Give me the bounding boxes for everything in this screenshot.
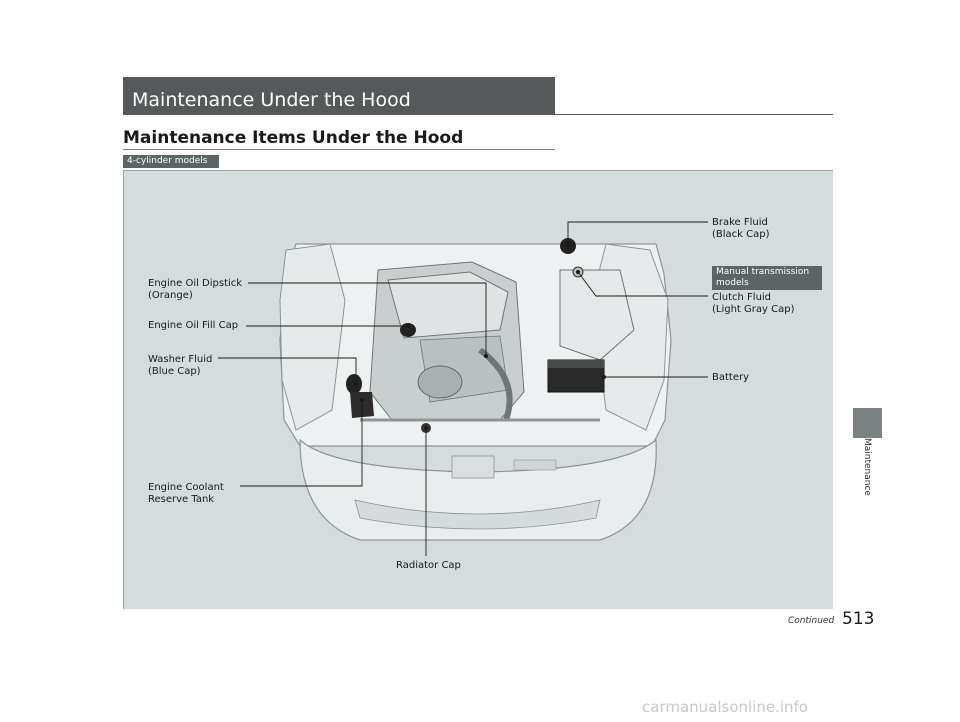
continued-note: Continued bbox=[788, 616, 835, 626]
coolant-line2: Reserve Tank bbox=[148, 494, 215, 505]
page-number: 513 bbox=[842, 609, 875, 629]
leader-lines bbox=[218, 221, 708, 556]
dot-brake bbox=[566, 244, 570, 248]
manual-tag-line1: Manual transmission bbox=[716, 267, 810, 277]
clutch-fluid-line1: Clutch Fluid bbox=[712, 292, 772, 303]
section-title: Maintenance Under the Hood bbox=[123, 77, 555, 115]
watermark: carmanualsonline.info bbox=[642, 698, 808, 716]
dot-dipstick bbox=[484, 354, 488, 358]
heading-rule bbox=[123, 149, 555, 150]
air-box bbox=[559, 269, 635, 361]
coolant-line1: Engine Coolant bbox=[148, 482, 224, 493]
battery-top bbox=[548, 360, 604, 368]
label-brake-fluid: Brake Fluid (Black Cap) bbox=[712, 217, 770, 241]
brake-fluid-line1: Brake Fluid bbox=[712, 217, 768, 228]
label-clutch-fluid: Clutch Fluid (Light Gray Cap) bbox=[712, 292, 794, 316]
side-tab-label: Maintenance bbox=[862, 438, 872, 496]
dot-washer bbox=[354, 382, 358, 386]
oil-fill-cap-mark bbox=[400, 323, 416, 337]
figure-edge bbox=[123, 170, 124, 609]
left-fender bbox=[279, 243, 346, 431]
label-coolant: Engine Coolant Reserve Tank bbox=[148, 482, 224, 506]
dot-clutch bbox=[576, 270, 580, 274]
dot-battery bbox=[602, 375, 606, 379]
dot-coolant bbox=[360, 398, 364, 402]
label-battery: Battery bbox=[712, 372, 750, 383]
radiator-reservoir bbox=[417, 365, 463, 399]
dot-fill bbox=[406, 324, 410, 328]
brake-fluid-line2: (Black Cap) bbox=[712, 229, 770, 240]
label-oil-dipstick: Engine Oil Dipstick (Orange) bbox=[148, 278, 242, 302]
leader-coolant bbox=[240, 400, 363, 487]
manual-tag-line2: models bbox=[716, 278, 749, 288]
leader-washer bbox=[218, 357, 357, 384]
oil-dipstick-line2: (Orange) bbox=[148, 290, 193, 301]
washer-fluid-line2: (Blue Cap) bbox=[148, 366, 201, 377]
label-oil-fill-cap: Engine Oil Fill Cap bbox=[148, 320, 239, 331]
leader-clutch-fluid bbox=[577, 271, 708, 297]
label-washer-fluid: Washer Fluid (Blue Cap) bbox=[148, 354, 212, 378]
clutch-fluid-line2: (Light Gray Cap) bbox=[712, 304, 795, 315]
washer-fluid-line1: Washer Fluid bbox=[148, 354, 213, 365]
leader-brake-fluid bbox=[567, 221, 708, 246]
banner-rule bbox=[555, 114, 833, 115]
leader-dots bbox=[354, 244, 606, 430]
leader-oil-dipstick bbox=[248, 282, 487, 356]
page-heading: Maintenance Items Under the Hood bbox=[123, 128, 464, 148]
grille-vents bbox=[513, 459, 557, 471]
dot-radiator bbox=[424, 426, 428, 430]
label-radiator-cap: Radiator Cap bbox=[396, 560, 461, 571]
lower-grille bbox=[354, 499, 601, 530]
manual-transmission-tag: Manual transmission models bbox=[712, 266, 822, 290]
section-side-tab bbox=[853, 408, 882, 438]
oil-dipstick-line1: Engine Oil Dipstick bbox=[148, 278, 243, 289]
model-tag: 4-cylinder models bbox=[123, 155, 219, 168]
license-plate-area bbox=[451, 455, 495, 479]
